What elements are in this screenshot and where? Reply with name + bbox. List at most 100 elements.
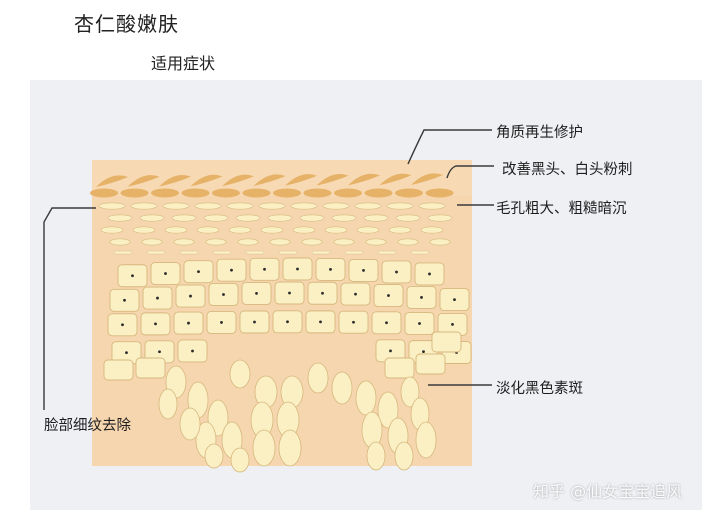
cell-nucleus xyxy=(451,323,454,326)
flat-cell xyxy=(227,203,253,209)
cell-nucleus xyxy=(191,350,194,353)
flat-cell xyxy=(389,227,411,233)
cell-nucleus xyxy=(288,292,291,295)
cell-nucleus xyxy=(420,296,423,299)
keratinocyte xyxy=(385,358,414,378)
flat-cell xyxy=(396,215,420,221)
dermal-cell xyxy=(230,360,250,388)
flat-cell xyxy=(172,215,196,221)
cell-nucleus xyxy=(385,321,388,324)
flat-cell xyxy=(174,239,194,245)
cell-nucleus xyxy=(296,268,299,271)
flat-cell xyxy=(261,227,283,233)
flat-cell xyxy=(101,227,123,233)
flat-cell xyxy=(147,251,165,254)
flat-cell xyxy=(419,203,445,209)
flat-cell xyxy=(398,239,418,245)
flat-cell xyxy=(99,203,125,209)
cell-nucleus xyxy=(131,274,134,277)
flat-cell xyxy=(387,203,413,209)
flat-cell xyxy=(302,239,322,245)
dermal-cell xyxy=(395,442,413,470)
flat-cell xyxy=(236,215,260,221)
cell-nucleus xyxy=(164,272,167,275)
cell-nucleus xyxy=(418,322,421,325)
flat-cell xyxy=(165,227,187,233)
flat-cell xyxy=(366,239,386,245)
corneocyte xyxy=(151,189,179,198)
dermal-cell xyxy=(279,430,301,466)
flat-cell xyxy=(345,251,363,254)
cell-nucleus xyxy=(230,269,233,272)
corneocyte xyxy=(212,189,240,198)
corneocyte xyxy=(395,189,423,198)
keratinocyte xyxy=(104,360,133,380)
cell-nucleus xyxy=(125,351,128,354)
flat-cell xyxy=(197,227,219,233)
label-keratin-renewal: 角质再生修护 xyxy=(496,121,583,142)
flat-cell xyxy=(114,251,132,254)
cell-nucleus xyxy=(189,295,192,298)
cell-nucleus xyxy=(329,268,332,271)
cell-nucleus xyxy=(362,269,365,272)
keratinocyte xyxy=(136,358,165,378)
dermal-cell xyxy=(205,444,223,468)
label-pigment: 淡化黑色素斑 xyxy=(496,377,583,398)
flat-cell xyxy=(323,203,349,209)
dermal-cell xyxy=(159,389,177,419)
flat-cell xyxy=(430,239,450,245)
flat-cell xyxy=(246,251,264,254)
flat-cell xyxy=(300,215,324,221)
cell-nucleus xyxy=(354,293,357,296)
flat-cell xyxy=(411,251,429,254)
flat-cell xyxy=(195,203,221,209)
flat-cell xyxy=(204,215,228,221)
dermal-cell xyxy=(231,448,249,472)
label-pores: 毛孔粗大、粗糙暗沉 xyxy=(496,197,627,218)
leader-line-renew xyxy=(408,130,492,164)
corneocyte xyxy=(90,189,118,198)
label-blackheads: 改善黑头、白头粉刺 xyxy=(502,158,633,179)
cell-nucleus xyxy=(123,299,126,302)
flat-cell xyxy=(238,239,258,245)
flat-cell xyxy=(325,227,347,233)
flat-cell xyxy=(110,239,130,245)
flat-cell xyxy=(131,203,157,209)
corneocyte xyxy=(182,189,210,198)
label-wrinkles: 脸部细纹去除 xyxy=(44,414,131,435)
flat-cell xyxy=(364,215,388,221)
flat-cell xyxy=(428,215,452,221)
cell-nucleus xyxy=(121,323,124,326)
flat-cell xyxy=(259,203,285,209)
cell-nucleus xyxy=(395,271,398,274)
cell-nucleus xyxy=(389,349,392,352)
corneocyte xyxy=(304,189,332,198)
cell-nucleus xyxy=(197,270,200,273)
cell-nucleus xyxy=(352,321,355,324)
dermal-cell xyxy=(308,363,328,393)
dermal-cell xyxy=(253,430,275,466)
flat-cell xyxy=(291,203,317,209)
cell-nucleus xyxy=(319,320,322,323)
cell-nucleus xyxy=(453,298,456,301)
flat-cell xyxy=(279,251,297,254)
flat-cell xyxy=(293,227,315,233)
flat-cell xyxy=(357,227,379,233)
cell-nucleus xyxy=(220,321,223,324)
cell-nucleus xyxy=(156,297,159,300)
cell-nucleus xyxy=(263,268,266,271)
corneocyte xyxy=(243,189,271,198)
flat-cell xyxy=(334,239,354,245)
flat-cell xyxy=(312,251,330,254)
leader-line-wrinkles xyxy=(44,208,96,410)
flat-cell xyxy=(142,239,162,245)
dermal-cell xyxy=(332,372,352,404)
flat-cell xyxy=(355,203,381,209)
flat-cell xyxy=(206,239,226,245)
cell-nucleus xyxy=(321,292,324,295)
flat-cell xyxy=(140,215,164,221)
corneocyte xyxy=(365,189,393,198)
corneocyte xyxy=(121,189,149,198)
cell-nucleus xyxy=(428,273,431,276)
